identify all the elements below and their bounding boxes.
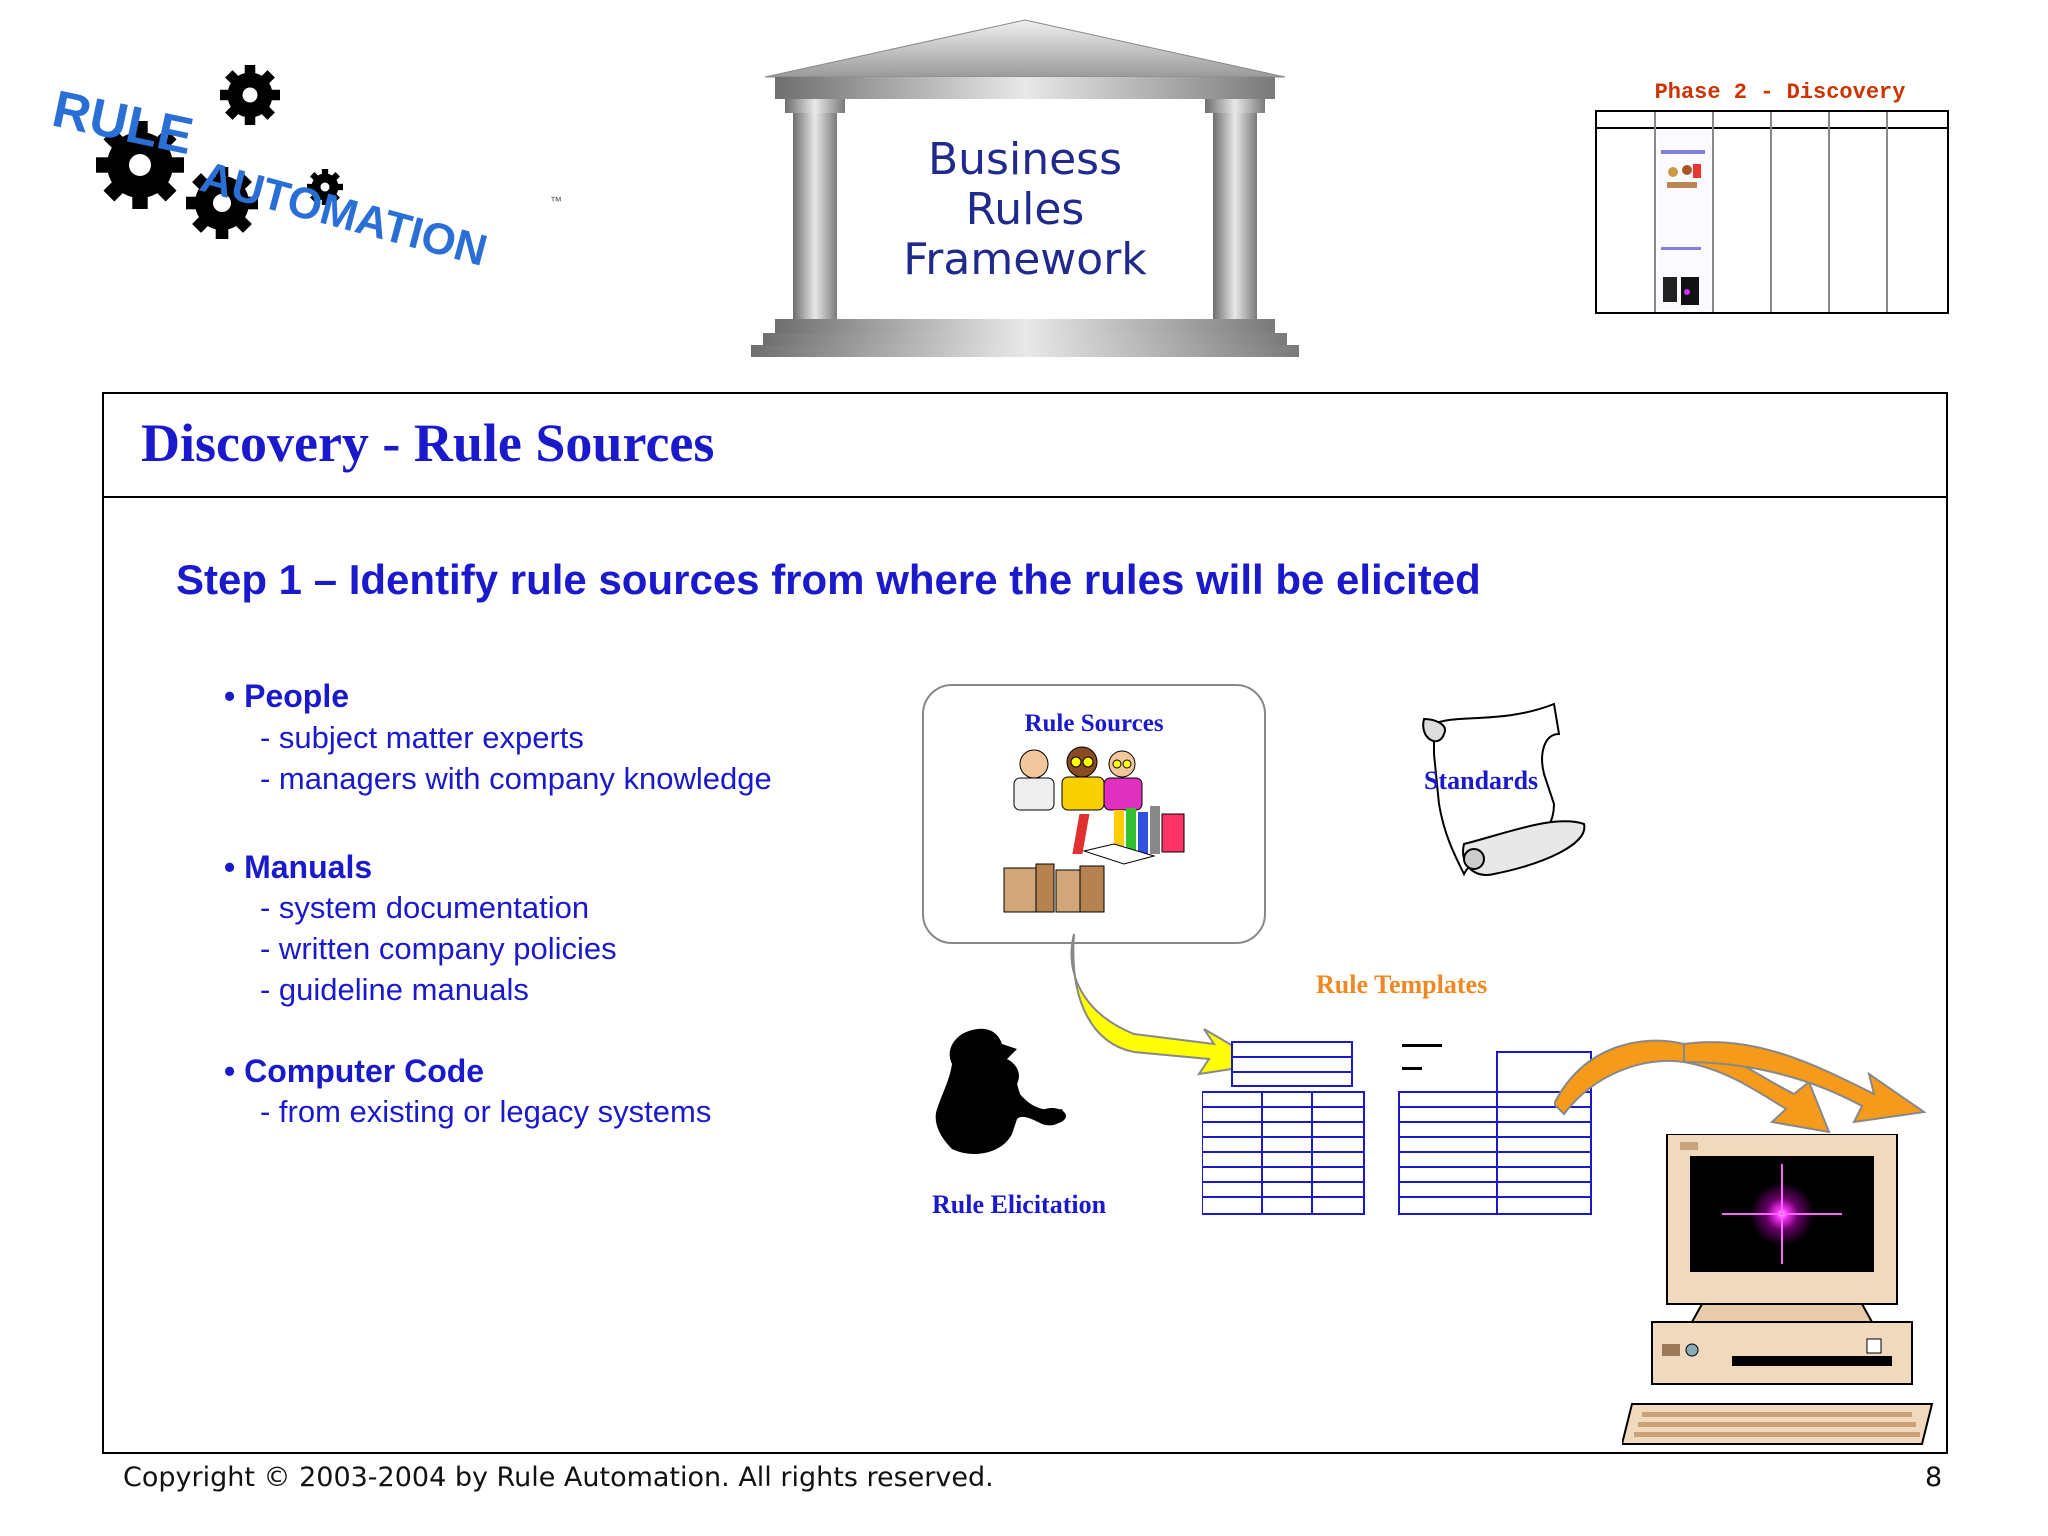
phase-grid-icon [1597,112,1947,312]
phase-thumbnail [1595,110,1949,314]
manuals-item-1: - system documentation [260,890,590,925]
people-item-2: - managers with company knowledge [260,761,772,796]
category-computer-code: • Computer Code [224,1053,485,1089]
temple-icon [751,19,1299,357]
rule-automation-logo: RULE AUTOMATION ™ [48,55,590,276]
gears-icon: RULE AUTOMATION ™ [48,65,562,276]
people-item-1: - subject matter experts [260,720,584,755]
rule-elicitation-label: Rule Elicitation [932,1190,1107,1219]
page-number: 8 [1925,1462,1943,1493]
sources-illustration-icon [1003,746,1185,913]
manuals-item-2: - written company policies [260,931,617,966]
slide-frame: Discovery - Rule Sources Step 1 – Identi… [102,392,1948,1454]
rule-sources-box: Rule Sources [922,684,1266,944]
manuals-item-3: - guideline manuals [260,972,529,1007]
detective-silhouette-icon [935,1028,1066,1154]
svg-text:™: ™ [550,194,562,208]
temple-line-3: Framework [903,234,1147,285]
temple-line-1: Business [927,134,1123,185]
standards-label: Standards [1424,766,1539,795]
copyright-text: Copyright © 2003-2004 by Rule Automation… [123,1462,994,1493]
rule-sources-label: Rule Sources [1024,710,1164,737]
category-people: • People [224,678,350,714]
category-manuals: • Manuals [224,849,373,885]
rule-templates-label: Rule Templates [1316,970,1488,999]
step-heading: Step 1 – Identify rule sources from wher… [176,556,1481,603]
temple-graphic: Business Rules Framework [745,15,1305,360]
computer-icon [1622,1134,1934,1445]
phase-label: Phase 2 - Discovery [1654,80,1906,105]
orange-arrow-icon [1554,1039,1927,1134]
temple-line-2: Rules [965,184,1085,235]
title-bar: Discovery - Rule Sources [104,394,1946,498]
svg-text:AUTOMATION: AUTOMATION [195,152,492,265]
computer-code-item-1: - from existing or legacy systems [260,1094,712,1129]
scroll-icon [1422,702,1586,877]
slide-title: Discovery - Rule Sources [141,413,715,473]
template-forms-icon [1202,1041,1592,1215]
